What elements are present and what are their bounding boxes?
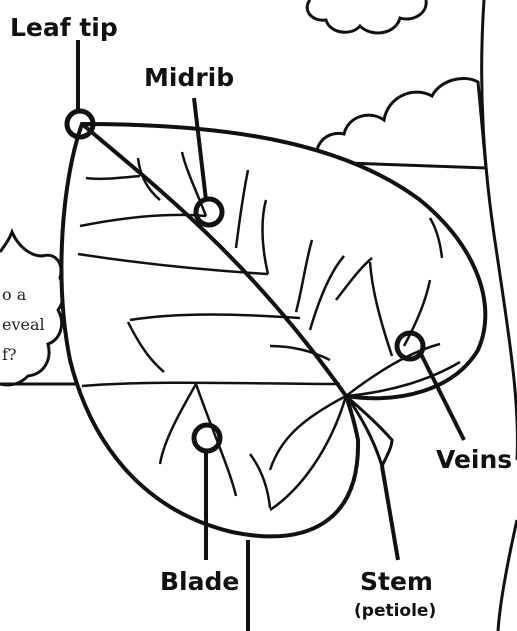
- label-blade: Blade: [160, 567, 239, 596]
- bubble-text-line-1: o a: [2, 285, 27, 304]
- cloud-middle: [317, 78, 486, 168]
- label-midrib: Midrib: [144, 63, 234, 92]
- label-petiole: (petiole): [354, 601, 436, 621]
- stem-pointer: [382, 466, 398, 560]
- label-stem: Stem: [360, 567, 433, 596]
- bubble-text-line-2: eveal: [2, 315, 45, 334]
- cloud-top-right: [307, 0, 426, 33]
- label-leaf-tip: Leaf tip: [10, 13, 118, 42]
- bubble-text-line-3: f?: [2, 345, 17, 364]
- leaf-blade-outline: [61, 124, 485, 536]
- label-veins: Veins: [436, 445, 512, 474]
